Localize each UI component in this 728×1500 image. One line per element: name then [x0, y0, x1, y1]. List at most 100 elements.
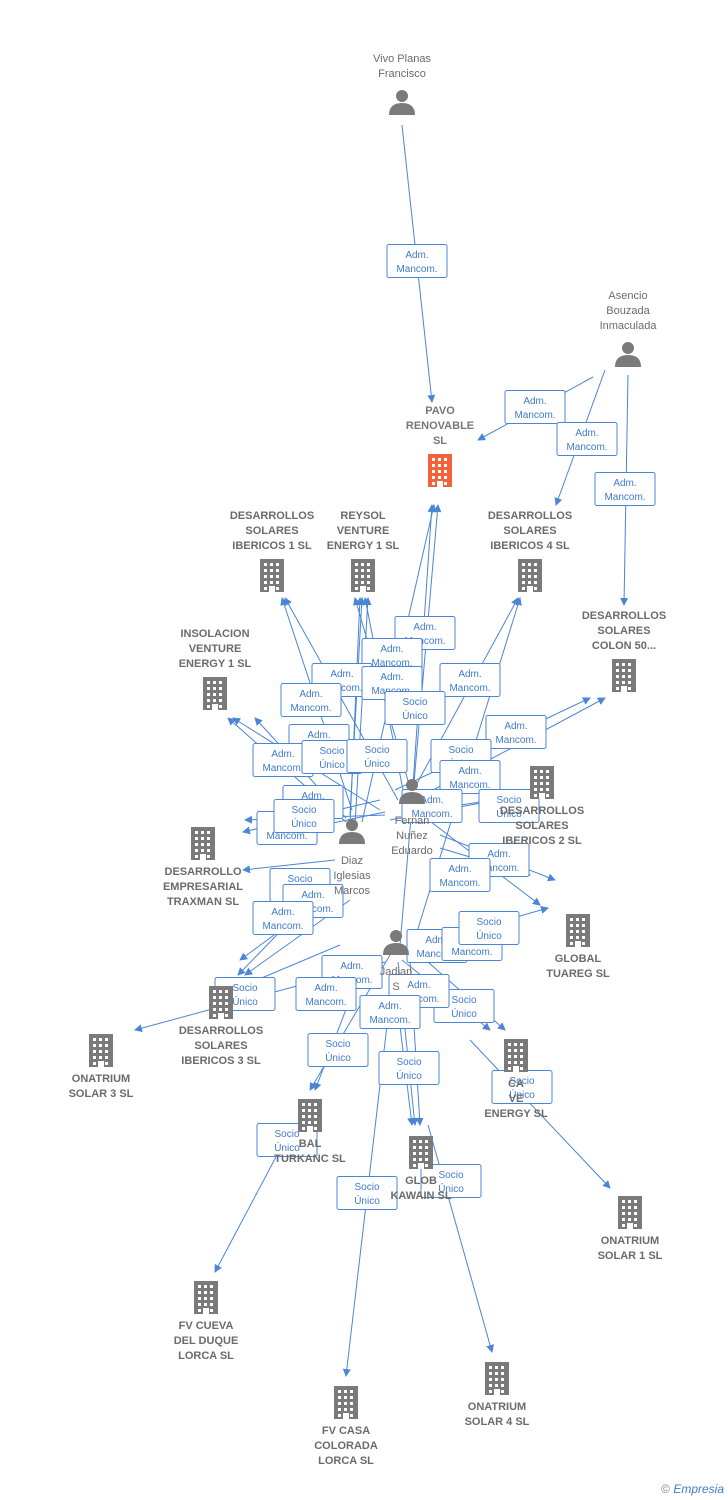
- building-icon: [203, 677, 227, 710]
- adm-mancom-label[interactable]: Adm.Mancom.: [439, 663, 501, 697]
- edge-label-text: Adm.: [504, 721, 527, 732]
- node-label: DESARROLLOS: [582, 610, 666, 622]
- edge-label-text: Único: [354, 1194, 380, 1207]
- node-label: SOLAR 4 SL: [465, 1416, 530, 1428]
- node-label: ONATRIUM: [72, 1073, 130, 1085]
- building-icon: [334, 1386, 358, 1419]
- node-label: LORCA SL: [178, 1350, 234, 1362]
- adm-mancom-label[interactable]: Adm. Mancom.: [439, 760, 501, 794]
- edge-label-text: Adm.: [301, 791, 324, 802]
- building-icon: [485, 1362, 509, 1395]
- node-onatrium4[interactable]: ONATRIUM SOLAR 4 SL: [465, 1362, 530, 1428]
- node-label: ENERGY SL: [484, 1108, 548, 1120]
- edge-label-text: Socio: [364, 745, 389, 756]
- edge-label-text: Adm.: [575, 428, 598, 439]
- edge-label-text: Único: [274, 1141, 300, 1154]
- relationship-edge: [427, 1124, 494, 1353]
- edge-label-text: Adm.: [613, 478, 636, 489]
- node-label: ENERGY 1 SL: [327, 540, 400, 552]
- person-icon: [389, 90, 415, 115]
- node-label: DESARROLLOS: [179, 1025, 263, 1037]
- node-label: Iglesias: [333, 870, 371, 882]
- edge-label-text: Socio: [287, 874, 312, 885]
- brand-logo-text: Empresia: [673, 1482, 724, 1496]
- person-icon: [615, 342, 641, 367]
- node-label: GLOB: [405, 1175, 437, 1187]
- node-label: PAVO: [425, 405, 455, 417]
- edge-label-text: Adm.: [458, 766, 481, 777]
- node-kawain[interactable]: GLOB KAWAIN SL: [390, 1136, 452, 1202]
- adm-mancom-label[interactable]: Adm.Mancom.: [386, 244, 448, 278]
- node-label: ONATRIUM: [468, 1401, 526, 1413]
- adm-mancom-label[interactable]: Adm.Mancom.: [556, 422, 618, 456]
- node-label: EMPRESARIAL: [163, 881, 243, 893]
- node-label: Fernan: [395, 815, 430, 827]
- edge-label-text: Único: [509, 1088, 535, 1101]
- edge-label-text: Adm.: [407, 980, 430, 991]
- node-label: IBERICOS 1 SL: [232, 540, 312, 552]
- edge-label-text: Adm.: [380, 672, 403, 683]
- edge-label-text: Adm.: [413, 622, 436, 633]
- node-label: FV CASA: [322, 1425, 370, 1437]
- edge-label-text: Adm.: [523, 396, 546, 407]
- edge-label-text: Único: [364, 757, 390, 770]
- building-icon: [518, 559, 542, 592]
- node-label: GLOBAL: [555, 953, 602, 965]
- node-label: REYSOL: [340, 510, 386, 522]
- adm-mancom-label[interactable]: Adm.Mancom.: [280, 683, 342, 717]
- adm-mancom-label[interactable]: Adm.Mancom.: [252, 901, 314, 935]
- building-icon: [618, 1196, 642, 1229]
- building-icon: [194, 1281, 218, 1314]
- adm-mancom-label[interactable]: Adm.Mancom.: [295, 977, 357, 1011]
- node-label: Asencio: [608, 290, 647, 302]
- adm-mancom-label[interactable]: Adm.Mancom.: [504, 390, 566, 424]
- adm-mancom-label[interactable]: Adm.Mancom.: [252, 743, 314, 777]
- building-icon: [191, 827, 215, 860]
- edge-label-text: Adm.: [378, 1001, 401, 1012]
- building-icon: [209, 986, 233, 1019]
- adm-mancom-label[interactable]: Adm. Mancom.: [359, 995, 421, 1029]
- edge-label-text: Socio: [291, 805, 316, 816]
- relationship-edge: [214, 1139, 286, 1273]
- edge-label-text: Adm.: [307, 730, 330, 741]
- adm-mancom-label[interactable]: Adm.Mancom.: [429, 858, 491, 892]
- adm-mancom-label[interactable]: Adm.Mancom.: [594, 472, 656, 506]
- edge-label-text: Mancom.: [449, 780, 490, 791]
- adm-mancom-label[interactable]: Adm.Mancom.: [485, 715, 547, 749]
- edge-label-text: Mancom.: [369, 1015, 410, 1026]
- node-label: SOLARES: [597, 625, 650, 637]
- node-label: KAWAIN SL: [390, 1190, 451, 1202]
